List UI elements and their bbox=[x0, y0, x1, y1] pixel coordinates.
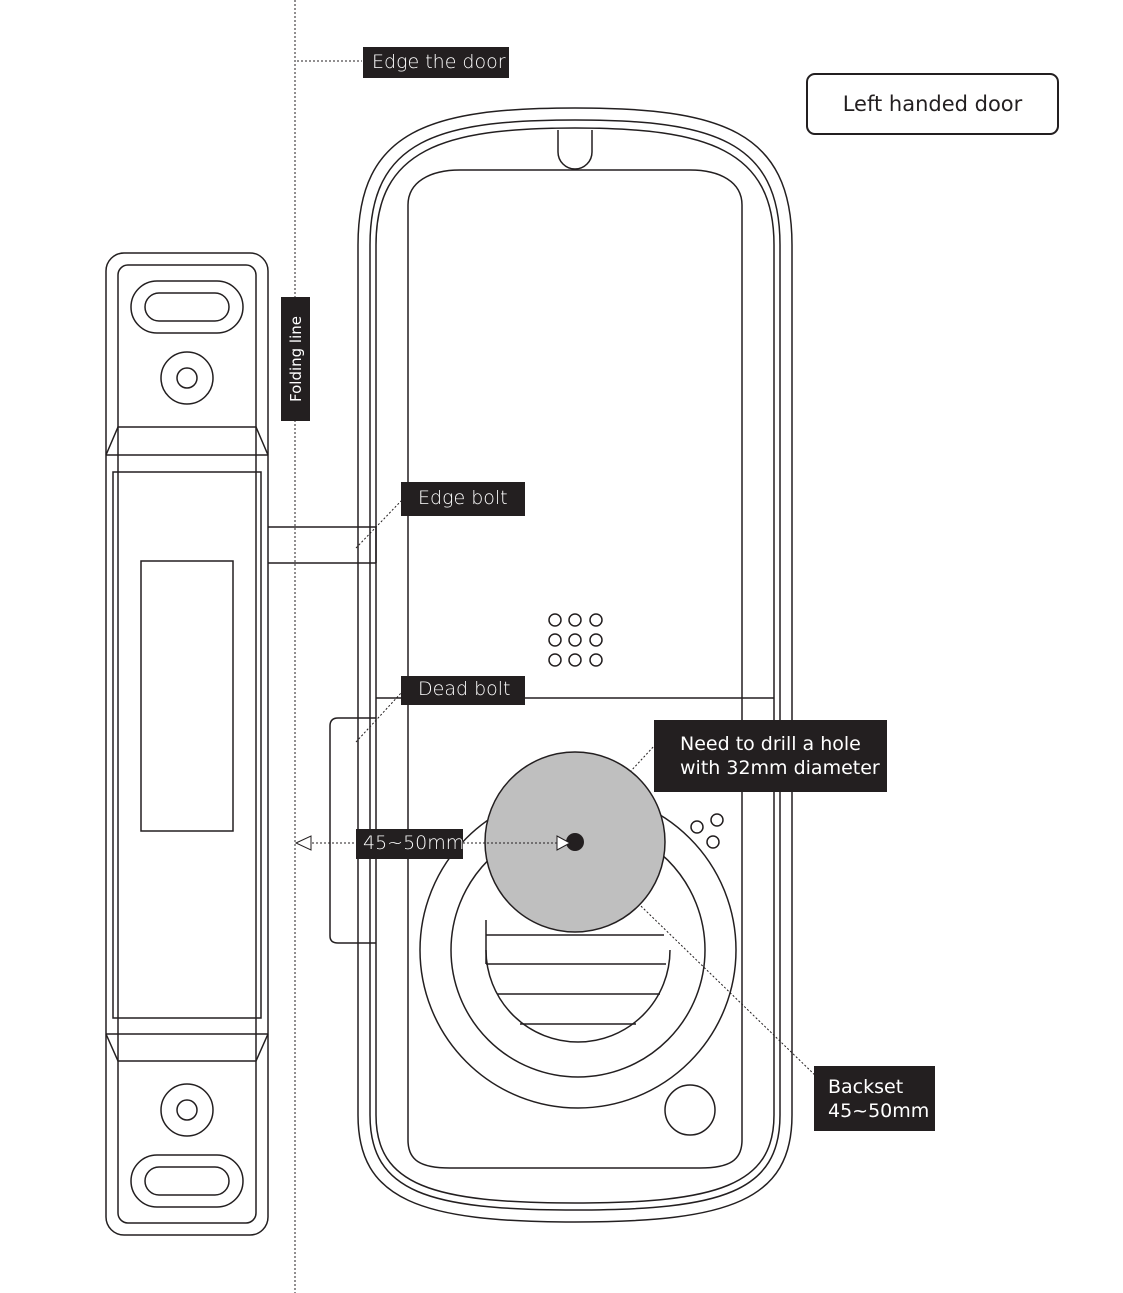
edge-bolt-bar bbox=[268, 527, 376, 563]
backset-label: Backset 45~50mm bbox=[814, 1066, 935, 1131]
backset-text-line2: 45~50mm bbox=[828, 1099, 935, 1123]
strike-plate bbox=[106, 253, 268, 1235]
backset-text-line1: Backset bbox=[828, 1075, 935, 1099]
distance-text: 45~50mm bbox=[363, 831, 463, 855]
edge-bolt-label: Edge bolt bbox=[401, 482, 525, 516]
edge-bolt-leader bbox=[356, 500, 402, 548]
dead-bolt-label: Dead bolt bbox=[401, 676, 525, 705]
drill-hole-text-line1: Need to drill a hole bbox=[680, 732, 887, 756]
edge-bolt-text: Edge bolt bbox=[418, 486, 525, 510]
drill-hole-label: Need to drill a hole with 32mm diameter bbox=[654, 720, 887, 792]
door-orientation-title: Left handed door bbox=[806, 73, 1059, 135]
dead-bolt-leader bbox=[356, 692, 402, 742]
drill-hole-leader bbox=[630, 745, 655, 772]
lock-body bbox=[358, 108, 792, 1222]
folding-line-text: Folding line bbox=[287, 316, 305, 402]
edge-the-door-text: Edge the door bbox=[372, 50, 509, 74]
dead-bolt-text: Dead bolt bbox=[418, 677, 525, 701]
distance-label: 45~50mm bbox=[356, 829, 463, 859]
folding-line-label: Folding line bbox=[281, 297, 310, 421]
drill-hole-text-line2: with 32mm diameter bbox=[680, 756, 887, 780]
edge-the-door-label: Edge the door bbox=[363, 47, 509, 78]
